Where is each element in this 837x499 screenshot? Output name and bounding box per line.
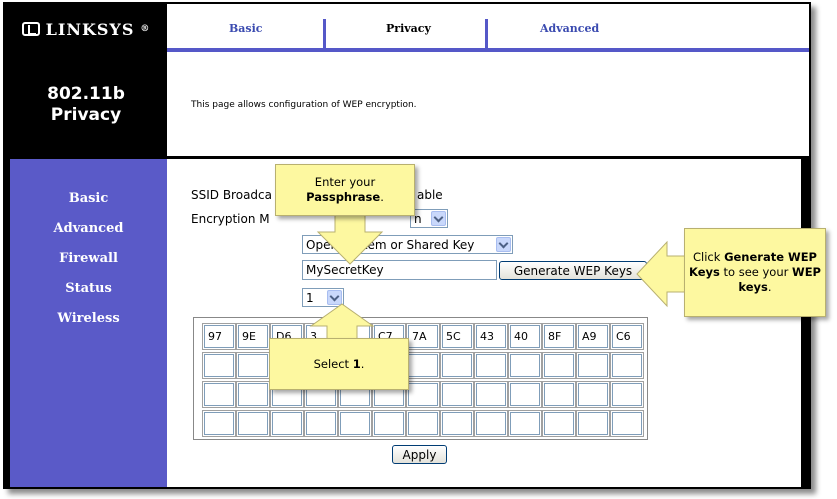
- wep-keys-grid: 979ED632C77A5C43408FA9C6: [193, 317, 648, 440]
- wep-key-cell[interactable]: [508, 352, 542, 379]
- passphrase-callout-arrow-icon: [316, 213, 384, 265]
- tab-privacy[interactable]: Privacy: [386, 22, 431, 35]
- passphrase-callout-tail: .: [380, 190, 384, 204]
- page-title-line2: Privacy: [50, 105, 122, 125]
- router-config-page: LINKSYS ® Basic Privacy Advanced 802.11b …: [3, 2, 826, 489]
- select-callout-bold: 1: [352, 356, 361, 371]
- generate-callout-bold1: Generate WEP Keys: [688, 250, 817, 279]
- wep-key-cell[interactable]: [610, 410, 644, 437]
- wep-key-cell[interactable]: [508, 381, 542, 408]
- generate-wep-keys-button[interactable]: Generate WEP Keys: [499, 261, 647, 280]
- wep-key-cell[interactable]: [372, 410, 406, 437]
- passphrase-callout-bold: Passphrase: [306, 190, 381, 204]
- wep-key-cell[interactable]: [202, 410, 236, 437]
- key-index-select[interactable]: 1: [302, 288, 344, 307]
- linksys-logo: LINKSYS ®: [21, 19, 151, 39]
- wep-key-cell[interactable]: [474, 352, 508, 379]
- wep-key-cell[interactable]: 43: [474, 323, 508, 350]
- ssid-broadcast-value: able: [417, 188, 443, 202]
- page-description: This page allows configuration of WEP en…: [191, 100, 417, 110]
- linksys-logo-icon: [21, 22, 40, 36]
- encryption-mode-label: Encryption M: [191, 212, 270, 226]
- wep-key-cell[interactable]: [542, 381, 576, 408]
- wep-key-cell[interactable]: [474, 410, 508, 437]
- select-callout-arrow-icon: [309, 303, 375, 341]
- encryption-mode-select[interactable]: n: [410, 209, 448, 228]
- logo-cell: LINKSYS ®: [5, 4, 167, 54]
- wep-key-cell[interactable]: [236, 352, 270, 379]
- wep-key-cell[interactable]: [474, 381, 508, 408]
- tab-divider: [323, 19, 326, 52]
- wep-key-cell[interactable]: [202, 352, 236, 379]
- sidebar-item-advanced[interactable]: Advanced: [53, 221, 124, 236]
- wep-key-cell[interactable]: [236, 381, 270, 408]
- encryption-mode-value: n: [414, 211, 422, 226]
- select-callout-text: Select 1.: [314, 357, 365, 372]
- ssid-broadcast-label: SSID Broadca: [191, 188, 272, 202]
- sidebar-item-status[interactable]: Status: [65, 281, 112, 296]
- wep-key-cell[interactable]: 9E: [236, 323, 270, 350]
- section-divider: [5, 156, 809, 159]
- wep-key-cell[interactable]: [304, 410, 338, 437]
- page-title: 802.11b Privacy: [5, 54, 167, 156]
- generate-callout-mid: to see your: [719, 265, 793, 279]
- chevron-down-icon: [496, 237, 511, 252]
- select-callout: Select 1.: [269, 338, 409, 390]
- chevron-down-icon: [431, 211, 446, 226]
- wep-key-cell[interactable]: [338, 410, 372, 437]
- generate-callout-arrow-icon: [636, 240, 688, 308]
- logo-text: LINKSYS: [45, 19, 135, 39]
- wep-key-cell[interactable]: [610, 352, 644, 379]
- generate-callout-pre: Click: [693, 250, 725, 264]
- passphrase-callout-line2: Passphrase.: [306, 190, 384, 205]
- sidebar: Basic Advanced Firewall Status Wireless: [5, 159, 167, 487]
- wep-key-cell[interactable]: [576, 381, 610, 408]
- wep-key-cell[interactable]: [576, 410, 610, 437]
- sidebar-item-basic[interactable]: Basic: [68, 191, 109, 206]
- wep-key-cell[interactable]: [440, 381, 474, 408]
- generate-callout-text: Click Generate WEP Keys to see your WEP …: [685, 250, 825, 295]
- generate-callout-bold2: WEP keys: [738, 265, 821, 294]
- wep-key-cell[interactable]: 8F: [542, 323, 576, 350]
- wep-key-cell[interactable]: 5C: [440, 323, 474, 350]
- wep-key-cell[interactable]: 97: [202, 323, 236, 350]
- wep-key-cell[interactable]: [440, 352, 474, 379]
- passphrase-callout-line1: Enter your: [314, 175, 376, 189]
- right-border: [801, 159, 809, 487]
- wep-key-cell[interactable]: [610, 381, 644, 408]
- apply-button[interactable]: Apply: [392, 445, 447, 464]
- select-callout-tail: .: [360, 356, 365, 371]
- generate-callout-tail: .: [767, 280, 772, 294]
- generate-callout: Click Generate WEP Keys to see your WEP …: [684, 228, 826, 317]
- passphrase-callout: Enter your Passphrase.: [275, 164, 415, 216]
- wep-key-cell[interactable]: [508, 410, 542, 437]
- page-title-line1: 802.11b: [47, 84, 125, 104]
- key-index-value: 1: [306, 290, 314, 305]
- tab-basic[interactable]: Basic: [229, 22, 263, 35]
- wep-key-cell[interactable]: [236, 410, 270, 437]
- wep-key-cell[interactable]: [440, 410, 474, 437]
- wep-key-cell[interactable]: [202, 381, 236, 408]
- wep-key-cell[interactable]: [542, 352, 576, 379]
- tab-divider: [485, 19, 488, 52]
- select-callout-pre: Select: [313, 356, 353, 371]
- wep-key-cell[interactable]: A9: [576, 323, 610, 350]
- wep-key-cell[interactable]: [542, 410, 576, 437]
- wep-key-cell[interactable]: [270, 410, 304, 437]
- chevron-down-icon: [327, 290, 342, 305]
- wep-key-cell[interactable]: [406, 410, 440, 437]
- sidebar-item-wireless[interactable]: Wireless: [57, 311, 120, 326]
- passphrase-input[interactable]: MySecretKey: [302, 260, 497, 280]
- tab-underline-bar: [167, 48, 809, 52]
- tab-advanced[interactable]: Advanced: [540, 22, 600, 35]
- sidebar-item-firewall[interactable]: Firewall: [59, 251, 118, 266]
- wep-key-cell[interactable]: 40: [508, 323, 542, 350]
- logo-reg-mark: ®: [140, 24, 151, 34]
- wep-key-cell[interactable]: [576, 352, 610, 379]
- top-tabs: Basic Privacy Advanced: [167, 4, 809, 54]
